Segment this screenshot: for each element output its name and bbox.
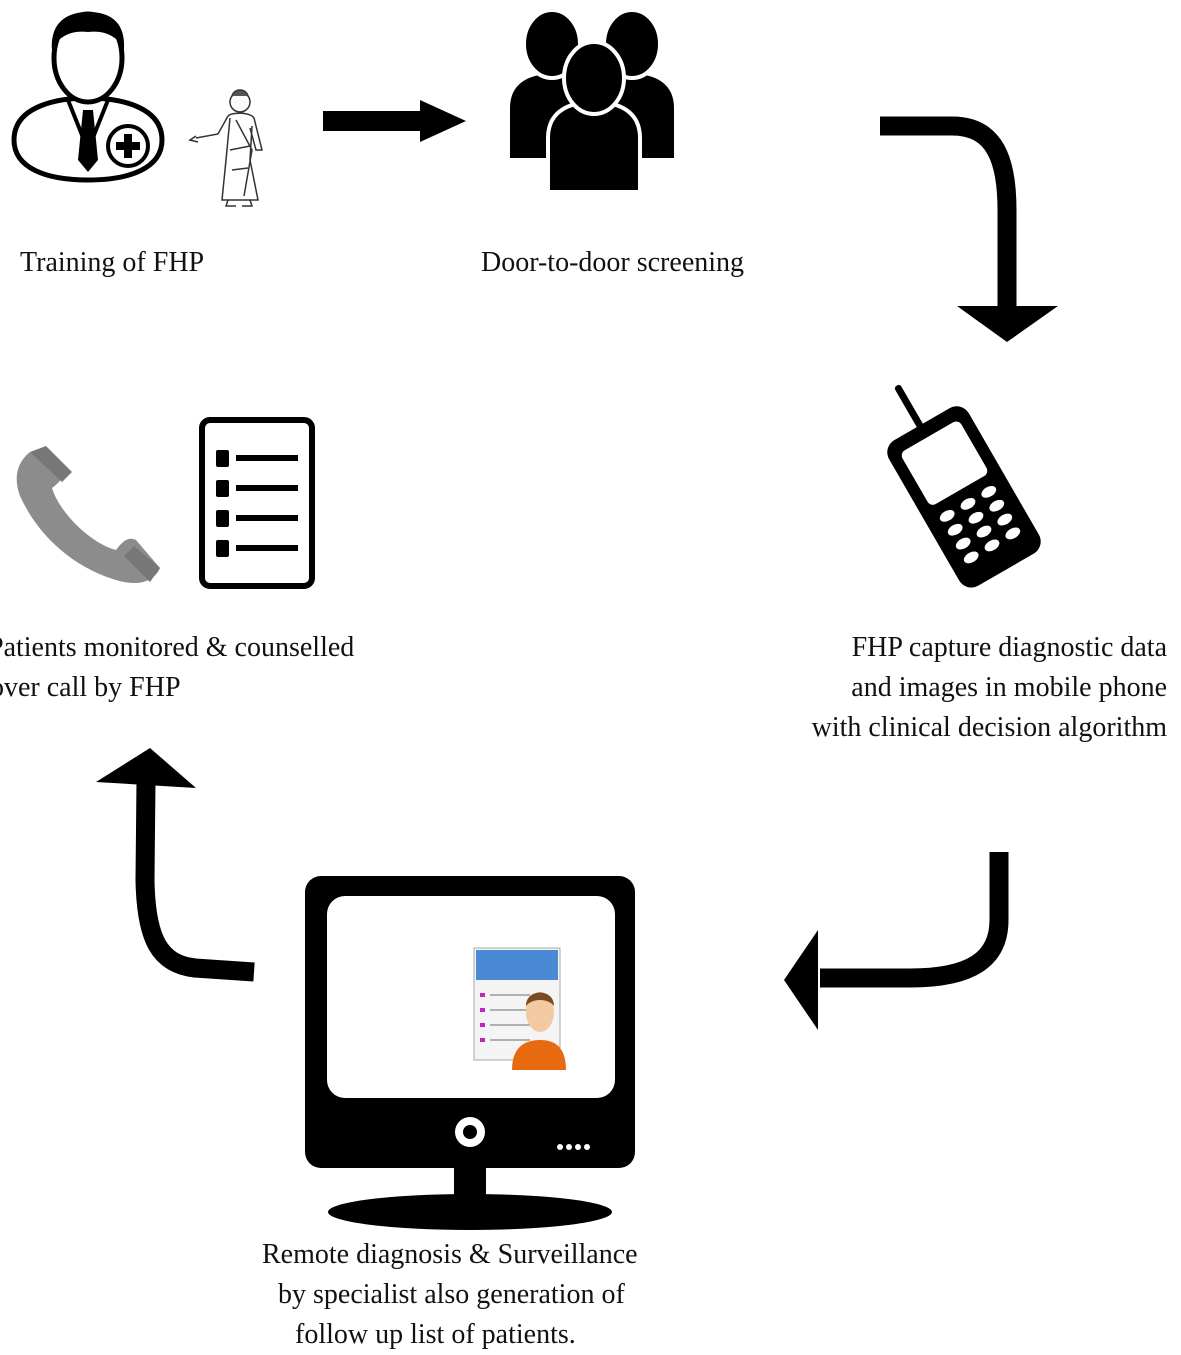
training-label: Training of FHP [20, 247, 205, 278]
capture-label-line: FHP capture diagnostic data [851, 632, 1167, 663]
checklist-icon [199, 417, 315, 589]
arrow-remote-to-monitored [96, 748, 255, 982]
mobile-phone-icon [887, 384, 1041, 588]
telephone-handset-icon [16, 446, 160, 584]
capture-label-line: with clinical decision algorithm [811, 712, 1167, 743]
remote-label-line: Remote diagnosis & Surveillance [262, 1239, 638, 1270]
monitored-label-line: over call by FHP [0, 672, 181, 703]
doctor-icon [11, 11, 165, 183]
remote-label-line: follow up list of patients. [295, 1319, 576, 1350]
computer-monitor-icon [305, 876, 635, 1230]
monitored-label: Patients monitored & counselled over cal… [0, 628, 354, 708]
patient-record-icon [473, 947, 566, 1070]
arrow-capture-to-remote [784, 852, 1009, 1030]
monitored-label-line: Patients monitored & counselled [0, 632, 355, 663]
health-worker-icon [188, 89, 263, 207]
capture-label: FHP capture diagnostic data and images i… [777, 628, 1167, 748]
capture-label-line: and images in mobile phone [851, 672, 1167, 703]
group-of-people-icon [506, 8, 678, 194]
arrow-training-to-screening [323, 100, 466, 142]
remote-diagnosis-label: Remote diagnosis & Surveillance by speci… [262, 1235, 638, 1355]
arrow-screening-to-capture [880, 116, 1058, 342]
door-to-door-label: Door-to-door screening [481, 247, 745, 278]
remote-label-line: by specialist also generation of [278, 1279, 625, 1310]
